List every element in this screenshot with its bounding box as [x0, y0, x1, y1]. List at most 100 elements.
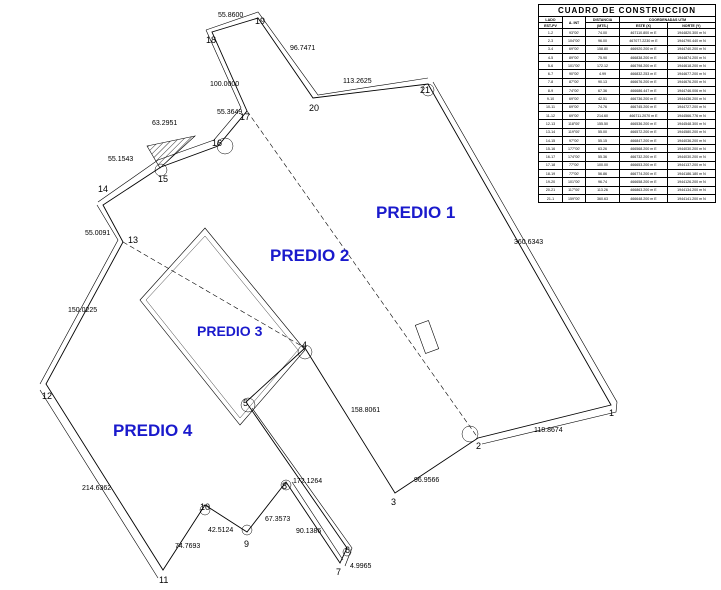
table-cell: 69°00': [562, 94, 587, 104]
table-cell: 55.15: [585, 135, 621, 146]
table-cell: 55.36: [585, 152, 621, 162]
dimension-label: 100.0000: [210, 81, 239, 88]
dimension-labels: 360.6343 118.8674 96.9566 158.8061 4.996…: [68, 12, 563, 570]
table-cell: 74°00': [562, 86, 587, 96]
dimension-label: 150.0225: [68, 307, 97, 314]
vertex-label: 20: [309, 103, 319, 113]
table-cell: 117°00': [562, 185, 587, 195]
table-cell: 158.80: [585, 44, 621, 54]
dimension-label: 118.8674: [534, 427, 563, 434]
table-cell: 159°00': [562, 193, 587, 204]
table-cell: 4-5: [537, 52, 564, 63]
header-angle: A. INT: [562, 16, 587, 29]
dimension-label: 360.6343: [514, 239, 543, 246]
dimension-label: 55.8600: [218, 12, 243, 19]
vertex-label: 18: [206, 35, 216, 45]
dimension-label: 172.1264: [293, 478, 322, 485]
predio-3-label: PREDIO 3: [197, 323, 263, 339]
table-cell: 12-13: [537, 119, 564, 129]
dimension-label: 67.3573: [265, 516, 290, 523]
table-cell: 466536.200 m E: [619, 119, 668, 129]
vertex-label: 21: [420, 85, 430, 95]
vertex-label: 19: [255, 16, 265, 26]
table-cell: 1944137.200 m N: [666, 160, 717, 171]
table-cell: 1944580.200 m N: [666, 127, 717, 137]
predio-3-boundary: [139, 227, 306, 426]
table-cell: 1944030.200 m N: [666, 144, 717, 154]
table-cell: 55.00: [585, 127, 621, 137]
division-line: [246, 110, 479, 439]
predio-3-boundary-inner: [145, 235, 299, 419]
table-cell: 119°00': [562, 127, 587, 137]
table-title: CUADRO DE CONSTRUCCION: [538, 4, 716, 17]
vertex-label: 7: [336, 567, 341, 577]
table-cell: 4.99: [585, 69, 621, 79]
dimension-label: 90.1386: [296, 528, 321, 535]
table-cell: 466774.200 m E: [619, 169, 668, 179]
table-cell: 466648.200 m E: [619, 193, 668, 204]
table-cell: 466568.200 m E: [619, 144, 668, 154]
vertex-label: 12: [42, 391, 52, 401]
dimension-label: 55.3649: [217, 109, 242, 116]
table-cell: 466658.200 m E: [619, 177, 668, 187]
table-cell: 69°00': [562, 44, 587, 54]
dimension-label: 42.5124: [208, 527, 233, 534]
table-cell: 20-21: [537, 185, 564, 195]
table-cell: 466920.200 m E: [619, 44, 668, 54]
dimension-label: 113.2625: [343, 78, 372, 85]
table-cell: 96.74: [585, 177, 621, 187]
table-cell: 5-6: [537, 61, 564, 71]
table-cell: 101°00': [562, 177, 587, 187]
table-cell: 101°00': [562, 61, 587, 71]
table-cell: 90.13: [585, 77, 621, 88]
table-cell: 1944141.200 m N: [666, 193, 717, 204]
table-cell: 1944746.006 m N: [666, 86, 717, 96]
table-cell: 466711.2070 m E: [619, 110, 668, 121]
table-cell: 100.00: [585, 160, 621, 171]
table-cell: 214.60: [585, 110, 621, 121]
table-cell: 87°00': [562, 77, 587, 88]
table-cell: 1944790.440 m N: [666, 36, 717, 46]
table-cell: 97°00': [562, 135, 587, 146]
table-cell: 1944134.200 m N: [666, 185, 717, 195]
table-cell: 1944677.200 m N: [666, 69, 717, 79]
table-cell: 77°00': [562, 160, 587, 171]
table-cell: 172.12: [585, 61, 621, 71]
table-cell: 93°00': [562, 27, 587, 38]
table-cell: 466863.200 m E: [619, 185, 668, 195]
table-cell: 69°00': [562, 102, 587, 112]
vertex-labels: 1 2 3 4 5 6 7 8 9 10 11 12 13 14 15 16 1…: [42, 16, 614, 585]
boundary-offset: [97, 29, 242, 203]
table-cell: 7-8: [537, 77, 564, 88]
table-cell: 63.26: [585, 144, 621, 154]
dimension-label: 96.7471: [290, 45, 315, 52]
table-cell: 1944436.200 m N: [666, 94, 717, 104]
table-cell: 1944036.200 m N: [666, 135, 717, 146]
table-cell: 1944740.200 m N: [666, 44, 717, 54]
table-cell: 13-14: [537, 127, 564, 137]
structure-symbol: [414, 320, 440, 354]
table-cell: 9-10: [537, 94, 564, 104]
table-cell: 56.86: [585, 169, 621, 179]
table-cell: 1-2: [537, 27, 564, 38]
vertex-label: 9: [244, 539, 249, 549]
table-cell: 18-19: [537, 169, 564, 179]
table-cell: 15-16: [537, 144, 564, 154]
table-cell: 1944618.200 m N: [666, 61, 717, 71]
table-cell: 466798.200 m E: [619, 61, 668, 71]
table-cell: 118°00': [562, 119, 587, 129]
dimension-label: 4.9965: [350, 563, 372, 570]
dimension-label: 55.0091: [85, 230, 110, 237]
table-cell: 3-4: [537, 44, 564, 54]
